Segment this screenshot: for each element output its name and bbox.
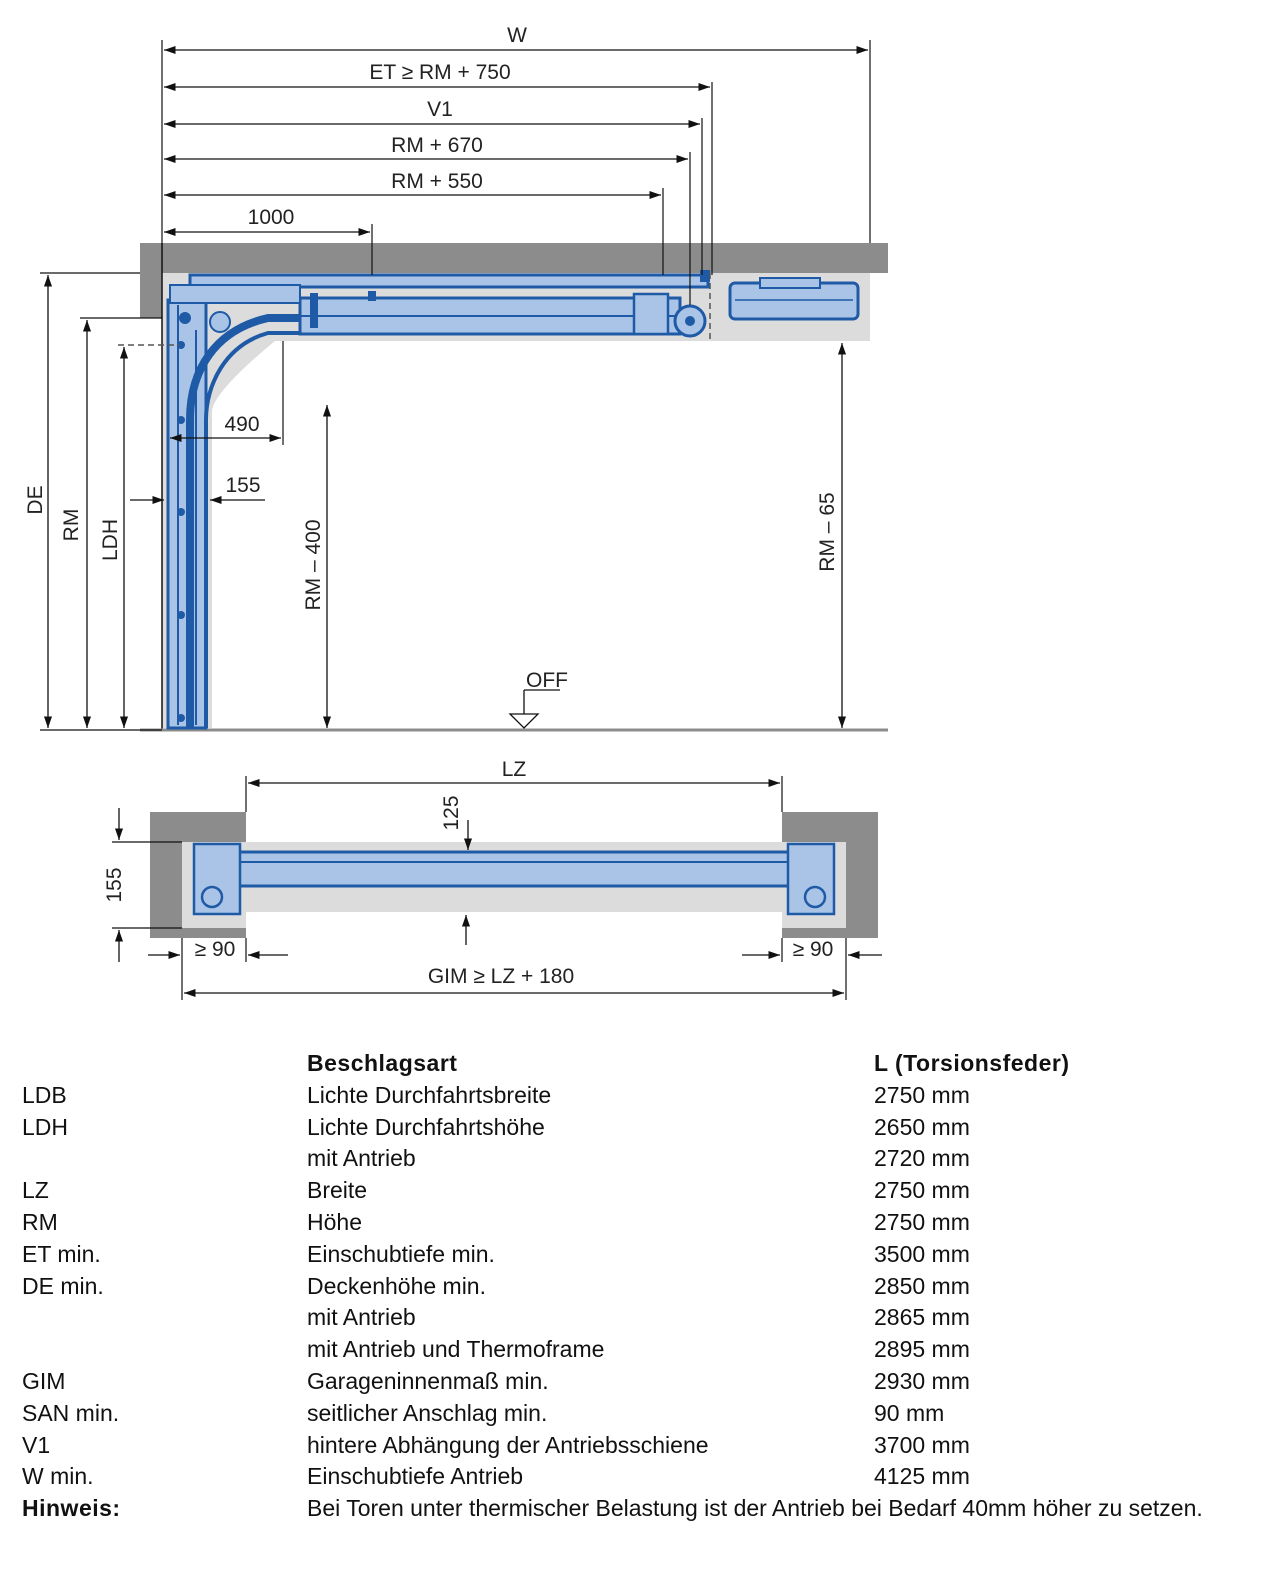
spec-value: 2895 mm <box>874 1336 970 1363</box>
spec-label: Einschubtiefe min. <box>307 1240 495 1267</box>
ceiling-slab <box>140 243 888 273</box>
plan-view: LZ 125 155 ≥ 90 ≥ 90 GIM ≥ LZ + 180 <box>103 758 882 1000</box>
spec-label: mit Antrieb <box>307 1304 416 1331</box>
spec-label: Einschubtiefe Antrieb <box>307 1463 524 1490</box>
label-et: ET ≥ RM + 750 <box>369 61 510 84</box>
label-155-side: 155 <box>225 474 260 497</box>
label-125: 125 <box>440 795 463 830</box>
spec-label: Deckenhöhe min. <box>307 1272 486 1299</box>
spec-value: 2750 mm <box>874 1208 970 1235</box>
spec-row: mit Antrieb 2865 mm <box>22 1302 1262 1334</box>
label-rm65: RM – 65 <box>816 492 839 571</box>
spec-value: 2720 mm <box>874 1145 970 1172</box>
door-panel-plan <box>230 850 798 888</box>
spec-value: 4125 mm <box>874 1463 970 1490</box>
label-lz: LZ <box>502 758 527 781</box>
spec-value: 3500 mm <box>874 1240 970 1267</box>
spec-header: Beschlagsart L (Torsionsfeder) <box>22 1048 1262 1080</box>
spec-code: LDH <box>22 1113 69 1140</box>
spec-code: LZ <box>22 1177 49 1204</box>
side-view: W ET ≥ RM + 750 V1 RM + 670 RM + 550 100… <box>24 24 888 732</box>
spec-value: 90 mm <box>874 1399 945 1426</box>
spec-rows: LDB Lichte Durchfahrtsbreite 2750 mm LDH Lic… <box>22 1080 1262 1493</box>
label-155-plan: 155 <box>103 867 126 902</box>
label-ge90-left: ≥ 90 <box>195 938 236 961</box>
door-installation-diagram: W ET ≥ RM + 750 V1 RM + 670 RM + 550 100… <box>24 24 888 1000</box>
spec-code: W min. <box>22 1463 94 1490</box>
spec-label: hintere Abhängung der Antriebsschiene <box>307 1431 709 1458</box>
spec-label: Garageninnenmaß min. <box>307 1367 549 1394</box>
spec-label: seitlicher Anschlag min. <box>307 1399 548 1426</box>
note-text: Bei Toren unter thermischer Belastung is… <box>307 1495 1203 1522</box>
label-490: 490 <box>224 413 259 436</box>
label-rm550: RM + 550 <box>391 170 483 193</box>
curved-track <box>186 314 640 728</box>
label-ldh: LDH <box>99 519 122 561</box>
spec-row: LDH Lichte Durchfahrtshöhe 2650 mm <box>22 1112 1262 1144</box>
label-1000: 1000 <box>248 206 295 229</box>
spec-code: LDB <box>22 1081 67 1108</box>
spec-row: LZ Breite 2750 mm <box>22 1175 1262 1207</box>
spec-code: SAN min. <box>22 1399 120 1426</box>
spec-label: Breite <box>307 1177 368 1204</box>
spec-value: 2750 mm <box>874 1081 970 1108</box>
label-v1: V1 <box>427 98 453 121</box>
spec-row: DE min. Deckenhöhe min. 2850 mm <box>22 1271 1262 1303</box>
label-de: DE <box>24 485 47 514</box>
note-label: Hinweis: <box>22 1495 121 1522</box>
header-fitting-type: Beschlagsart <box>307 1050 458 1076</box>
spec-value: 2650 mm <box>874 1113 970 1140</box>
label-rm: RM <box>60 509 83 542</box>
label-rm670: RM + 670 <box>391 134 483 157</box>
spec-value: 2930 mm <box>874 1367 970 1394</box>
spec-row: mit Antrieb und Thermoframe 2895 mm <box>22 1334 1262 1366</box>
label-ge90-right: ≥ 90 <box>793 938 834 961</box>
spec-code: RM <box>22 1208 58 1235</box>
spec-value: 2750 mm <box>874 1177 970 1204</box>
label-gim: GIM ≥ LZ + 180 <box>428 965 574 988</box>
spec-label: mit Antrieb <box>307 1145 416 1172</box>
spec-value: 2865 mm <box>874 1304 970 1331</box>
spec-code: V1 <box>22 1431 51 1458</box>
spec-value: 3700 mm <box>874 1431 970 1458</box>
label-off: OFF <box>526 669 568 692</box>
spec-row: SAN min. seitlicher Anschlag min. 90 mm <box>22 1398 1262 1430</box>
spec-table: Beschlagsart L (Torsionsfeder) LDB Lichte… <box>22 1048 1262 1525</box>
spec-row: GIM Garageninnenmaß min. 2930 mm <box>22 1366 1262 1398</box>
spec-row: V1 hintere Abhängung der Antriebsschiene 3… <box>22 1430 1262 1462</box>
spec-label: Lichte Durchfahrtshöhe <box>307 1113 545 1140</box>
spec-label: Höhe <box>307 1208 362 1235</box>
off-floor-marker <box>508 713 540 729</box>
spec-code: DE min. <box>22 1272 104 1299</box>
label-rm400: RM – 400 <box>302 519 325 610</box>
spec-code: GIM <box>22 1367 66 1394</box>
spec-code: ET min. <box>22 1240 101 1267</box>
spec-label: Lichte Durchfahrtsbreite <box>307 1081 552 1108</box>
spec-row: mit Antrieb 2720 mm <box>22 1143 1262 1175</box>
spec-row: LDB Lichte Durchfahrtsbreite 2750 mm <box>22 1080 1262 1112</box>
header-torsion-spring: L (Torsionsfeder) <box>874 1050 1070 1076</box>
lintel-wall <box>140 243 162 318</box>
spec-row: W min. Einschubtiefe Antrieb 4125 mm <box>22 1461 1262 1493</box>
spec-note: Hinweis: Bei Toren unter thermischer Bel… <box>22 1493 1262 1525</box>
spec-label: mit Antrieb und Thermoframe <box>307 1336 605 1363</box>
spec-row: RM Höhe 2750 mm <box>22 1207 1262 1239</box>
spec-row: ET min. Einschubtiefe min. 3500 mm <box>22 1239 1262 1271</box>
spec-value: 2850 mm <box>874 1272 970 1299</box>
label-w: W <box>507 24 527 47</box>
